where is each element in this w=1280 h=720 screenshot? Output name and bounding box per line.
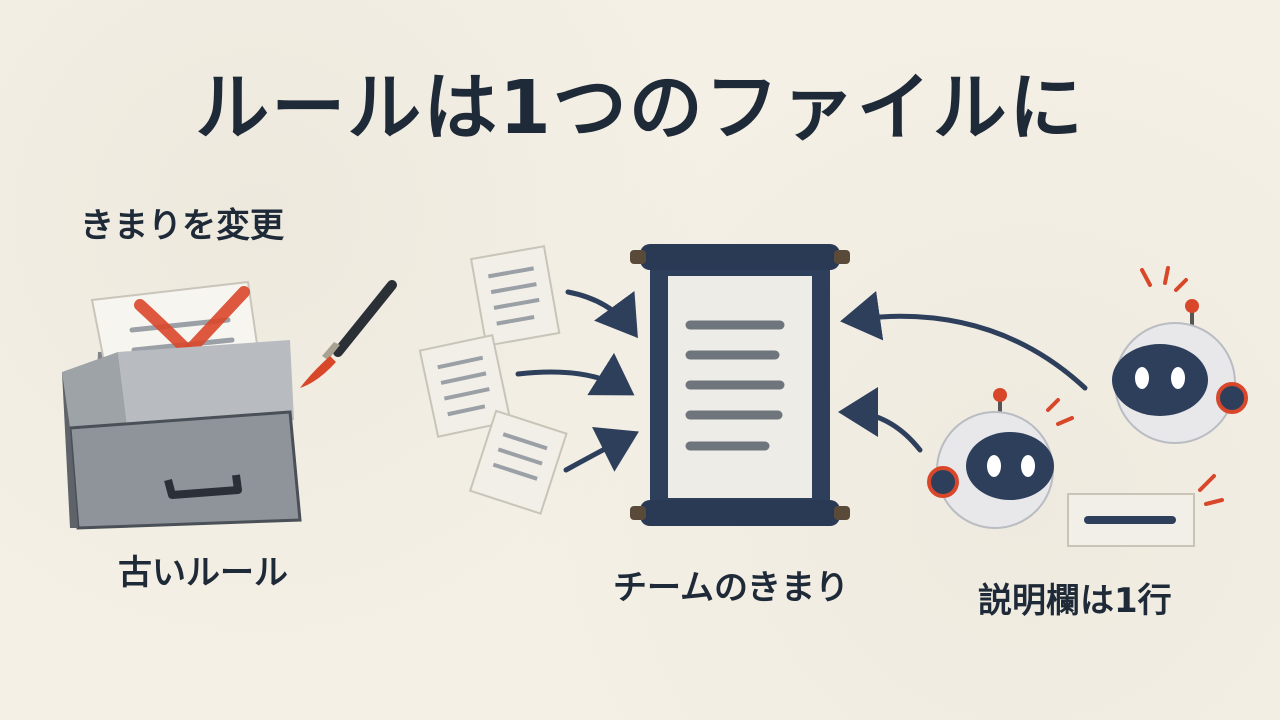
- brush-icon: [300, 280, 397, 388]
- label-team-rules: チームのきまり: [613, 568, 849, 608]
- loose-paper-icon: [418, 245, 568, 515]
- one-line-card-icon: [1067, 474, 1224, 547]
- arrows-in: [515, 289, 1088, 473]
- label-description-one-line: 説明欄は1行: [978, 581, 1172, 621]
- robot-icon: [927, 388, 1074, 529]
- robot-icon: [1112, 266, 1248, 444]
- label-old-rules: 古いルール: [118, 553, 288, 593]
- page-title: ルールは1つのファイルに: [195, 65, 1085, 151]
- label-change-rules: きまりを変更: [80, 206, 284, 246]
- file-drawer-icon: [62, 280, 302, 530]
- scroll-icon: [630, 244, 850, 526]
